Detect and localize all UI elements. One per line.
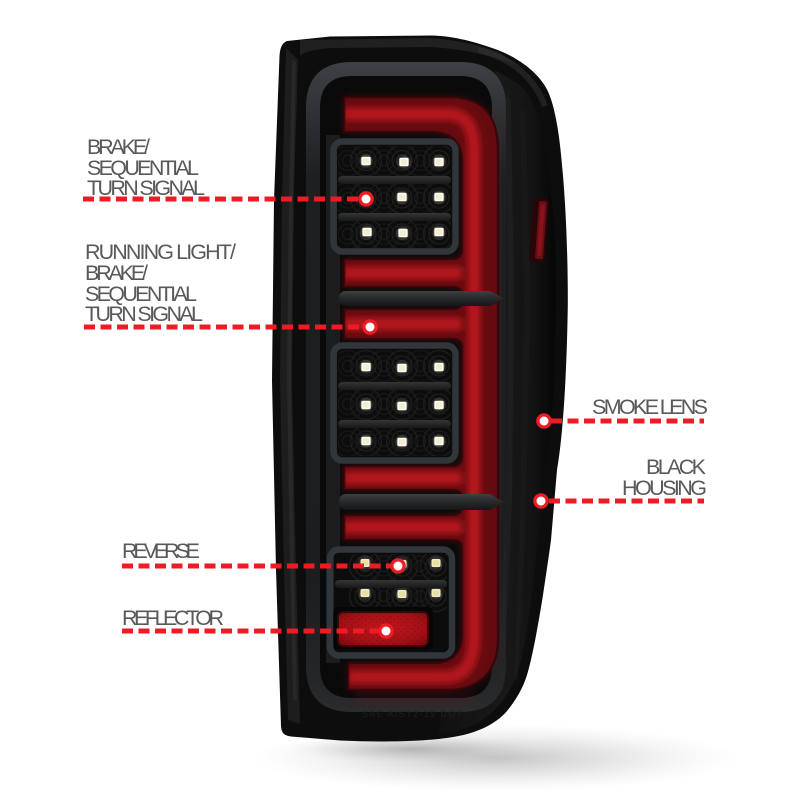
svg-text:SEQUENTIAL: SEQUENTIAL — [87, 156, 199, 180]
svg-text:BRAKE/: BRAKE/ — [87, 135, 150, 159]
svg-text:REVERSE: REVERSE — [122, 539, 200, 563]
svg-text:RUNNING LIGHT/: RUNNING LIGHT/ — [85, 240, 236, 264]
svg-text:TURN SIGNAL: TURN SIGNAL — [85, 302, 203, 326]
svg-text:TURN SIGNAL: TURN SIGNAL — [87, 176, 205, 200]
svg-text:BLACK: BLACK — [646, 455, 707, 479]
svg-text:SEQUENTIAL: SEQUENTIAL — [85, 282, 197, 306]
svg-text:SMOKE LENS: SMOKE LENS — [592, 395, 708, 419]
svg-text:REFLECTOR: REFLECTOR — [122, 606, 224, 630]
svg-text:SAE AIST2-19 DOT: SAE AIST2-19 DOT — [362, 709, 463, 719]
svg-text:HOUSING: HOUSING — [622, 476, 707, 500]
svg-text:BRAKE/: BRAKE/ — [85, 261, 148, 285]
